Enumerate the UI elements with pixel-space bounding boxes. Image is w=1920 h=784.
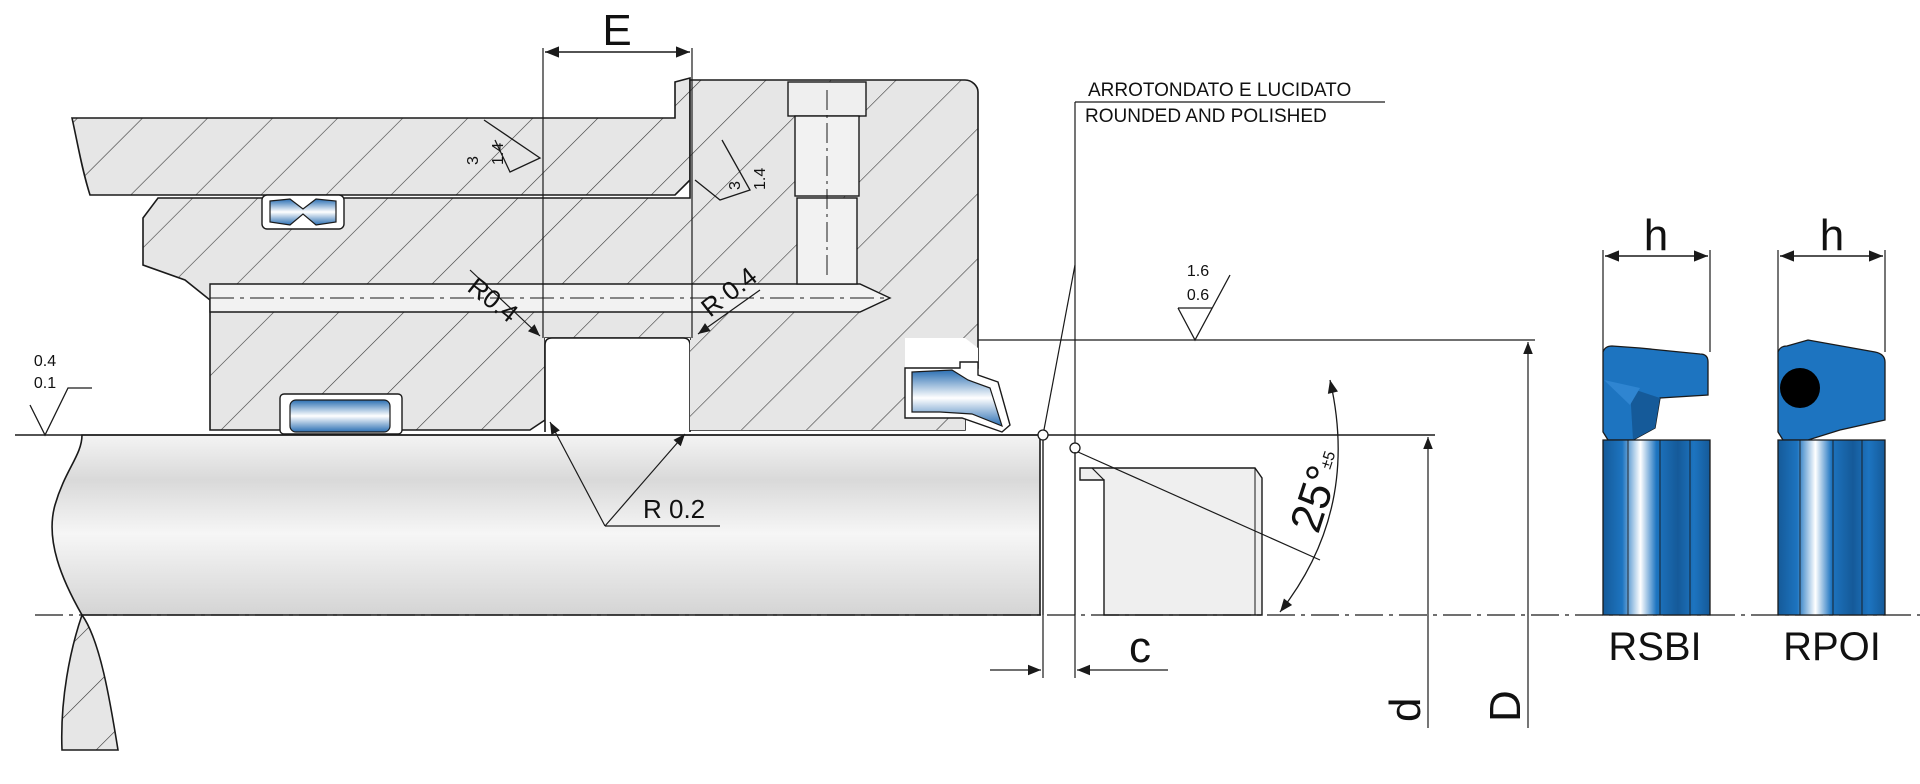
dimension-E: E [542, 6, 693, 338]
dimension-d: d [1381, 437, 1433, 728]
svg-text:0.6: 0.6 [1187, 287, 1209, 304]
profile-rpoi: h RPOI [1777, 211, 1886, 669]
cover-o-ring [261, 194, 345, 230]
note-english: ROUNDED AND POLISHED [1085, 106, 1327, 127]
dimension-d-label: d [1381, 698, 1430, 722]
note-italian: ARROTONDATO E LUCIDATO [1088, 80, 1351, 101]
svg-text:0.1: 0.1 [34, 375, 56, 392]
profile-rsbi: h RSBI [1602, 211, 1711, 669]
dimension-c-label: c [1129, 623, 1151, 672]
roughness-housing-1: 3 1.4 [465, 119, 542, 173]
radius-bottom-label: R 0.2 [643, 494, 705, 524]
svg-text:3: 3 [727, 181, 744, 190]
radius-callouts: R0.4 R 0.4 R 0.2 [462, 261, 763, 527]
shaft [51, 434, 1263, 751]
dimension-c: c [990, 440, 1168, 678]
angle-label: 25° [1281, 460, 1348, 538]
svg-text:3: 3 [465, 156, 482, 165]
finish-note: ARROTONDATO E LUCIDATO ROUNDED AND POLIS… [1037, 80, 1385, 454]
housing-body [142, 79, 979, 432]
cover-plate [71, 76, 691, 196]
wiper-seal [904, 361, 1011, 433]
svg-text:1.4: 1.4 [752, 168, 769, 190]
angle-tolerance: ±5 [1318, 449, 1340, 471]
rsbi-h-label: h [1644, 211, 1668, 260]
dimension-D: D [978, 339, 1535, 728]
svg-text:1.6: 1.6 [1187, 263, 1209, 280]
dimension-D-label: D [1481, 690, 1530, 722]
dimension-E-label: E [602, 6, 631, 55]
roughness-housing-2: 3 1.4 [694, 139, 769, 201]
svg-text:0.4: 0.4 [34, 353, 56, 370]
rsbi-label: RSBI [1608, 625, 1701, 669]
rpoi-label: RPOI [1783, 625, 1881, 669]
rpoi-h-label: h [1820, 211, 1844, 260]
o-ring-icon [1780, 368, 1820, 408]
roughness-bore: 1.6 0.6 [1177, 263, 1231, 342]
svg-text:1.4: 1.4 [490, 143, 507, 165]
roughness-left: 0.4 0.1 [29, 353, 92, 437]
guide-ring [279, 393, 403, 435]
